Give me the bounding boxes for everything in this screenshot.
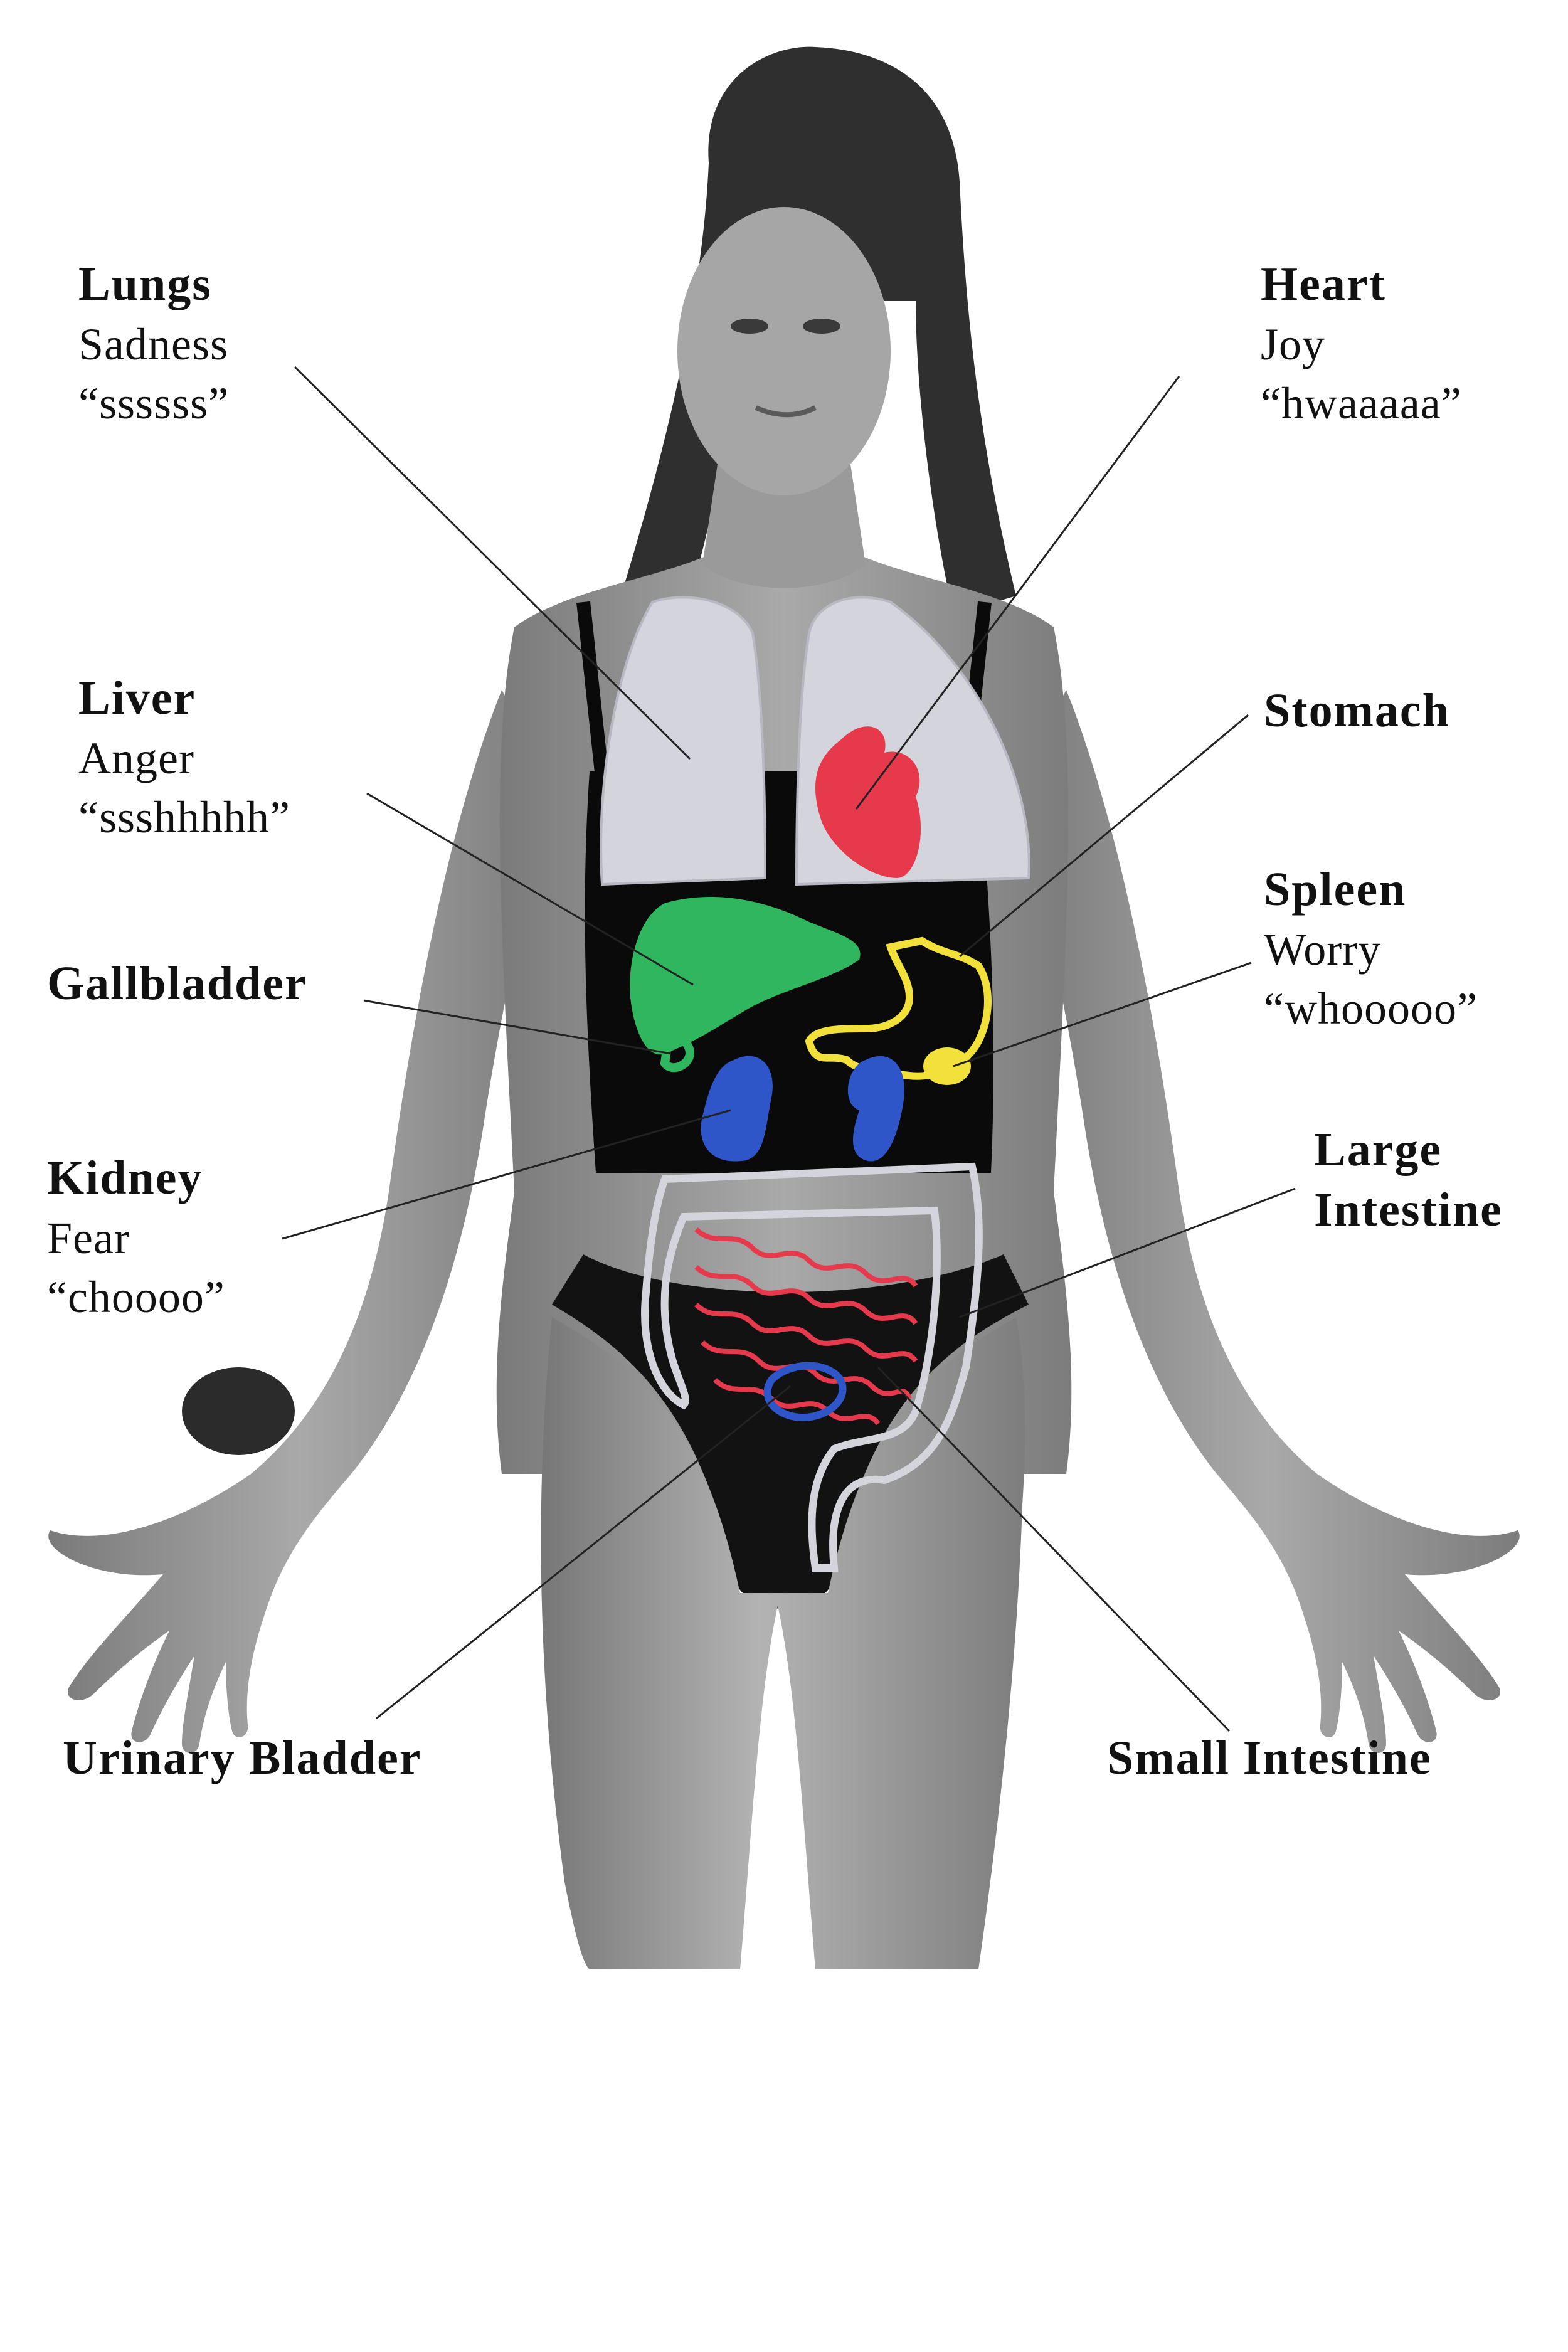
large-intestine-name-line2: Intestine xyxy=(1314,1184,1503,1236)
label-gallbladder: Gallbladder xyxy=(47,960,307,1007)
leader-stomach xyxy=(959,714,1249,958)
heart-organ xyxy=(815,726,921,878)
liver-name: Liver xyxy=(78,672,196,724)
lungs-name: Lungs xyxy=(78,258,212,310)
hair xyxy=(621,46,1016,615)
spleen-name: Spleen xyxy=(1264,863,1407,916)
leader-liver xyxy=(366,792,694,986)
eye-left xyxy=(731,319,768,334)
scrunchie xyxy=(182,1367,295,1455)
label-kidney: Kidney Fear “choooo” xyxy=(47,1154,225,1320)
lungs-sound: “ssssss” xyxy=(78,378,230,428)
leader-urinary-bladder xyxy=(376,1385,791,1720)
gallbladder-organ xyxy=(660,1034,695,1073)
heart-emotion: Joy xyxy=(1261,319,1326,369)
lung-left xyxy=(600,596,767,886)
label-lungs: Lungs Sadness “ssssss” xyxy=(78,260,229,426)
liver-organ xyxy=(630,897,861,1055)
leader-kidney xyxy=(282,1109,731,1240)
organs xyxy=(600,596,1030,1572)
liver-emotion: Anger xyxy=(78,733,194,783)
small-intestine-name: Small Intestine xyxy=(1107,1732,1432,1784)
urinary-bladder-organ xyxy=(763,1362,847,1422)
leader-gallbladder xyxy=(363,999,672,1055)
leader-lungs xyxy=(294,366,691,760)
spleen-sound: “whooooo” xyxy=(1264,983,1478,1034)
kidney-right xyxy=(847,1056,904,1162)
liver-sound: “ssshhhhh” xyxy=(78,792,290,842)
label-urinary-bladder: Urinary Bladder xyxy=(63,1734,422,1782)
leader-small-intestine xyxy=(877,1366,1231,1732)
leader-spleen xyxy=(953,961,1252,1067)
legs xyxy=(541,1317,1025,1969)
kidney-left xyxy=(701,1056,773,1162)
label-liver: Liver Anger “ssshhhhh” xyxy=(78,674,290,840)
kidney-sound: “choooo” xyxy=(47,1272,225,1322)
gallbladder-name: Gallbladder xyxy=(47,957,307,1010)
eye-right xyxy=(803,319,840,334)
kidney-name: Kidney xyxy=(47,1152,203,1204)
face xyxy=(677,207,891,495)
label-large-intestine: Large Intestine xyxy=(1314,1126,1503,1234)
large-intestine-name-line1: Large xyxy=(1314,1123,1443,1176)
leader-large-intestine xyxy=(959,1187,1296,1318)
label-heart: Heart Joy “hwaaaaa” xyxy=(1261,260,1462,426)
spleen-emotion: Worry xyxy=(1264,924,1382,975)
spleen-organ xyxy=(923,1047,971,1085)
leader-lines xyxy=(282,366,1296,1732)
small-intestine-organ xyxy=(694,1227,918,1426)
label-spleen: Spleen Worry “whooooo” xyxy=(1264,866,1478,1031)
heart-name: Heart xyxy=(1261,258,1386,310)
leader-heart xyxy=(855,376,1180,810)
label-stomach: Stomach xyxy=(1264,687,1450,734)
urinary-bladder-name: Urinary Bladder xyxy=(63,1732,422,1784)
heart-sound: “hwaaaaa” xyxy=(1261,378,1462,428)
label-small-intestine: Small Intestine xyxy=(1107,1734,1432,1782)
mouth xyxy=(755,405,817,418)
large-intestine-organ xyxy=(641,1162,983,1572)
stomach-name: Stomach xyxy=(1264,684,1450,737)
kidney-emotion: Fear xyxy=(47,1213,130,1263)
lungs-emotion: Sadness xyxy=(78,319,228,369)
stomach-organ xyxy=(805,936,992,1080)
